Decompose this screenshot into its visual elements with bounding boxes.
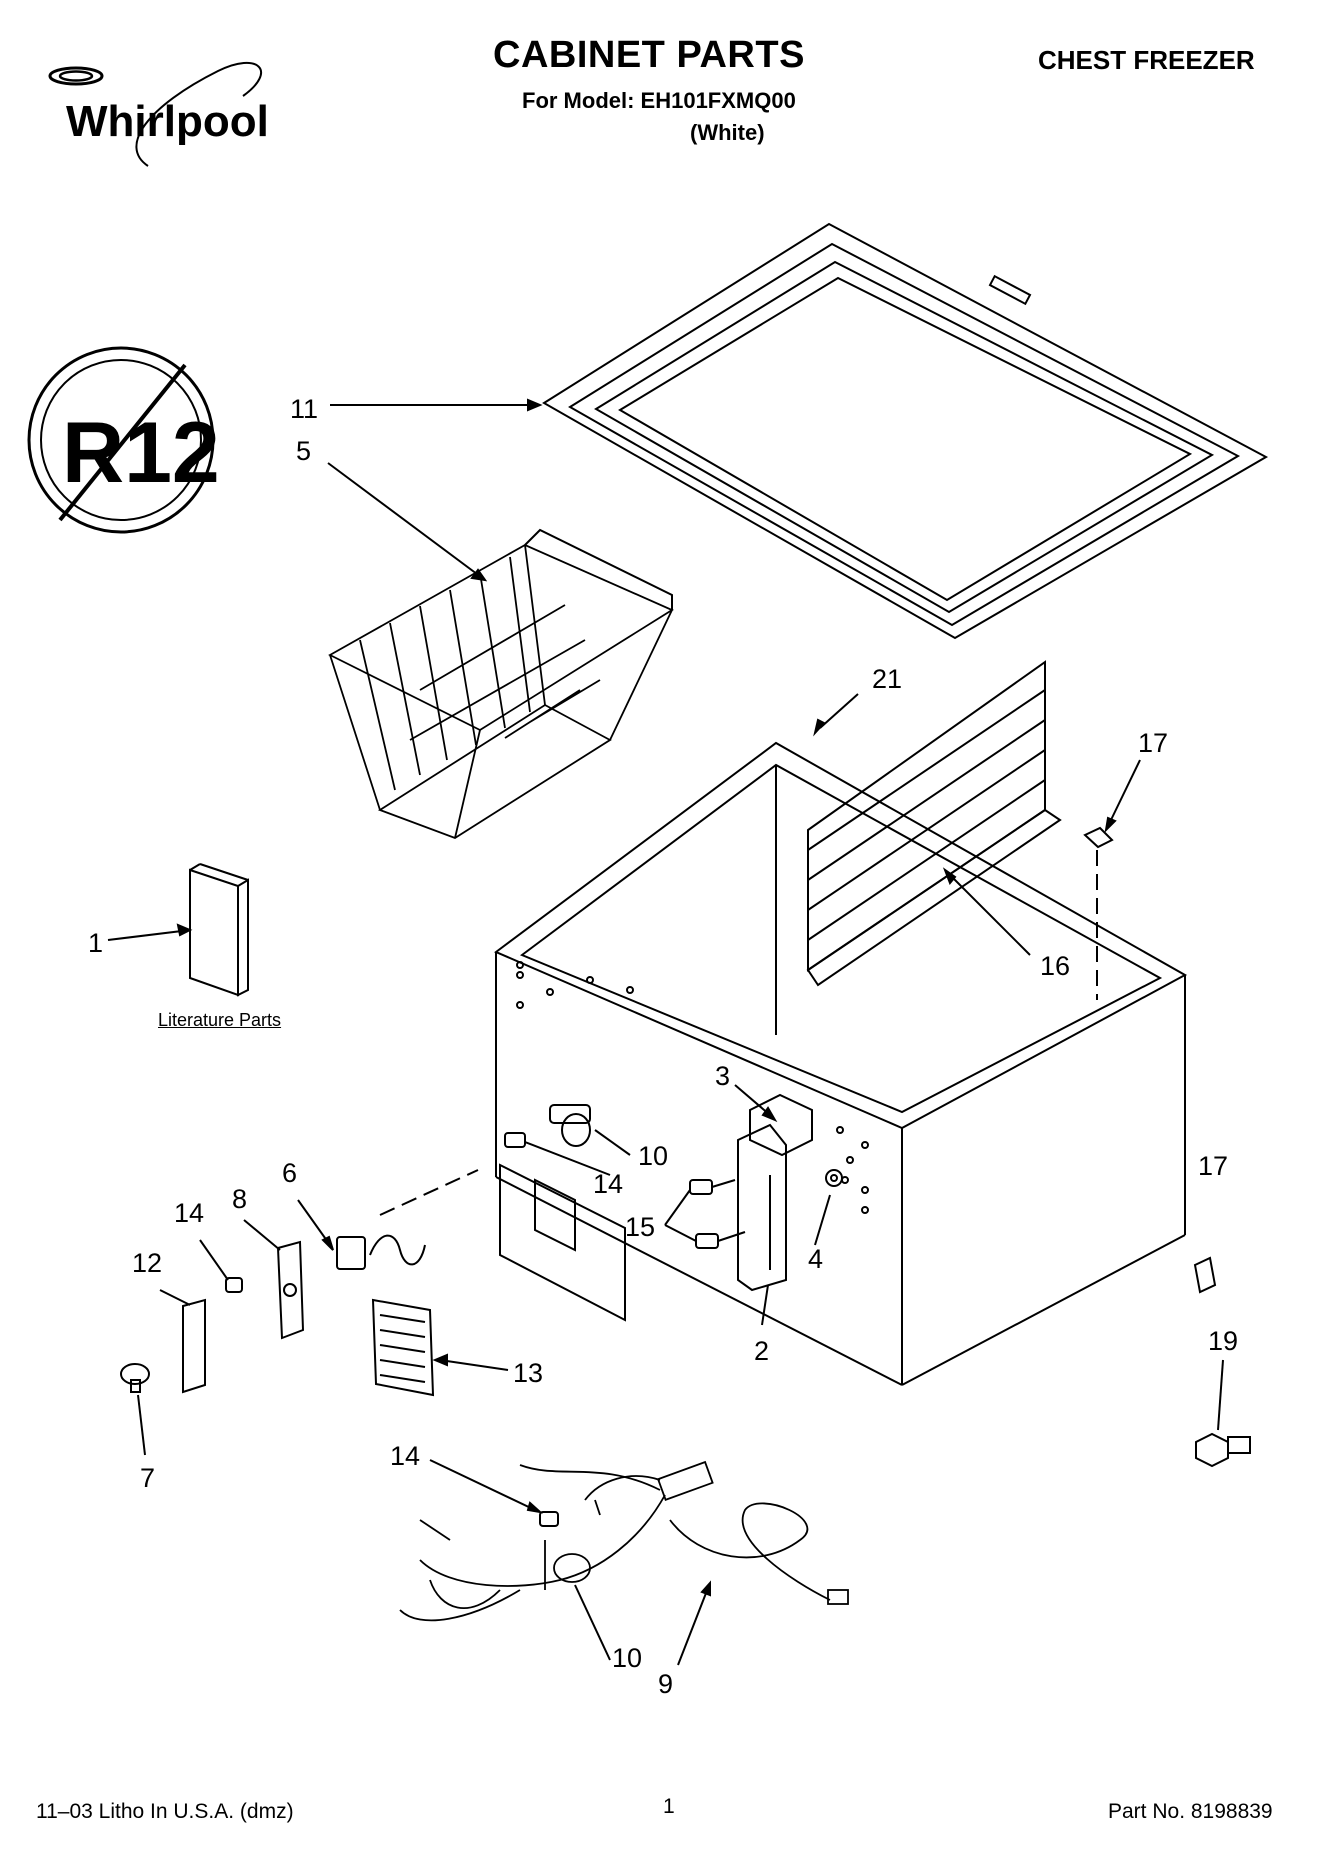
page-title: CABINET PARTS [493, 34, 805, 76]
label-12-part [182, 1298, 206, 1394]
clip-17-side-part [1193, 1256, 1217, 1294]
leader-lines [107, 398, 1224, 1666]
callout-7: 7 [140, 1463, 155, 1493]
leveler-19-part [1195, 1432, 1251, 1468]
callout-15: 15 [625, 1212, 655, 1242]
callout-10-upper: 10 [638, 1141, 668, 1171]
callout-21: 21 [872, 664, 902, 694]
hinge-assembly-part [737, 1093, 843, 1292]
callout-5: 5 [296, 436, 311, 466]
wire-basket-part [328, 528, 674, 839]
callout-14-lower: 14 [390, 1441, 420, 1471]
relay-6-part [336, 1169, 479, 1270]
callout-13: 13 [513, 1358, 543, 1388]
callout-1: 1 [88, 928, 103, 958]
callout-4: 4 [808, 1244, 823, 1274]
screw-14-left-part [225, 1277, 243, 1293]
wiring-harness-9-part [399, 1460, 849, 1622]
model-number: For Model: EH101FXMQ00 [522, 88, 796, 113]
callout-10-lower: 10 [612, 1643, 642, 1673]
knob-7-part [120, 1363, 150, 1393]
clip-17-top-part [1083, 826, 1114, 849]
literature-parts-label: Literature Parts [158, 1010, 282, 1030]
control-plate-8-part [276, 1240, 305, 1340]
callout-9: 9 [658, 1669, 673, 1699]
callout-14-upper: 14 [593, 1169, 623, 1199]
brand-text: Whirlpool [66, 97, 269, 146]
product-category: CHEST FREEZER [1038, 45, 1255, 75]
lid-gasket-part [542, 222, 1269, 640]
model-color: (White) [690, 120, 765, 145]
freezer-cabinet-part [494, 741, 1188, 1386]
whirlpool-logo-icon: Whirlpool [48, 61, 269, 167]
callout-12: 12 [132, 1248, 162, 1278]
callout-6: 6 [282, 1158, 297, 1188]
divider-panel-part [806, 660, 1062, 987]
callout-11: 11 [290, 394, 318, 424]
callout-17-top: 17 [1138, 728, 1168, 758]
screw-14-lower-part [539, 1511, 559, 1527]
callout-19: 19 [1208, 1326, 1238, 1356]
brand-logo: Whirlpool [28, 36, 288, 176]
callout-14-left: 14 [174, 1198, 204, 1228]
page-number: 1 [663, 1795, 675, 1818]
screw-15-a-part [689, 1179, 736, 1195]
callout-8: 8 [232, 1184, 247, 1214]
grille-13-part [371, 1298, 435, 1397]
callout-2: 2 [754, 1336, 769, 1366]
bracket-10-upper-part [549, 1104, 591, 1147]
screw-14-upper-part [504, 1132, 526, 1148]
callout-17-side: 17 [1198, 1151, 1228, 1181]
part-number: Part No. 8198839 [1108, 1800, 1273, 1823]
callout-16: 16 [1040, 951, 1070, 981]
literature-booklet-part [189, 863, 249, 997]
callout-3: 3 [715, 1061, 730, 1091]
no-r12-badge-icon: R12 [27, 346, 220, 534]
footer-print-info: 11–03 Litho In U.S.A. (dmz) [36, 1800, 294, 1823]
